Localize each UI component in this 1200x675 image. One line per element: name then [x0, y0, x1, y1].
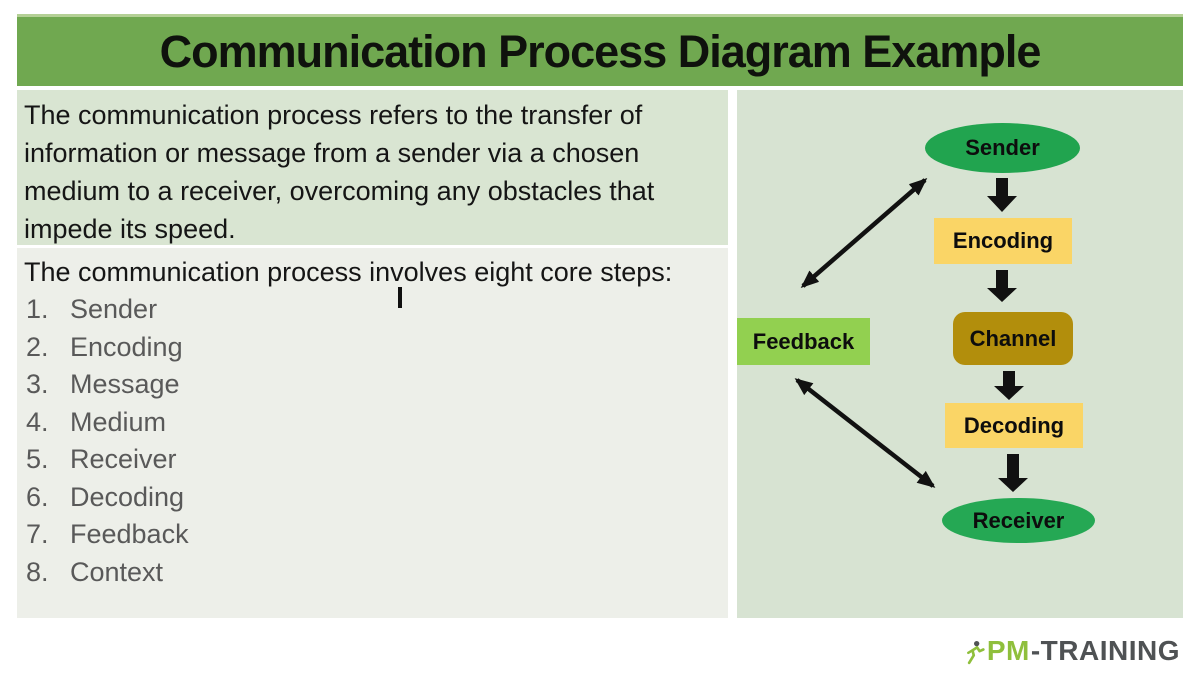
- list-item: 1. Sender: [24, 291, 716, 329]
- step-label: Medium: [70, 406, 167, 437]
- step-number: 8.: [26, 556, 49, 587]
- intro-text: The communication process refers to the …: [24, 100, 655, 244]
- list-item: 6. Decoding: [24, 479, 716, 517]
- step-label: Sender: [70, 294, 158, 324]
- node-label: Sender: [965, 135, 1040, 160]
- step-label: Decoding: [70, 481, 185, 512]
- steps-heading: The communication process involves eight…: [24, 257, 673, 287]
- diagram-node-channel[interactable]: Channel: [953, 312, 1073, 365]
- step-label: Context: [70, 556, 164, 587]
- step-label: Receiver: [70, 444, 177, 474]
- step-label: Feedback: [70, 519, 189, 549]
- flow-arrows: [794, 178, 1028, 492]
- arrow-feedback-receiver: [794, 378, 936, 488]
- step-number: 2.: [26, 331, 49, 362]
- arrow-feedback-sender: [800, 178, 928, 288]
- node-label: Encoding: [952, 228, 1054, 253]
- arrow-decoding-receiver: [998, 454, 1028, 492]
- diagram-node-decoding[interactable]: Decoding: [945, 403, 1083, 448]
- step-label: Encoding: [70, 331, 183, 362]
- step-label: Message: [70, 369, 180, 399]
- list-item: 3. Message: [24, 366, 716, 404]
- steps-panel[interactable]: The communication process involves eight…: [17, 248, 728, 618]
- step-number: 3.: [26, 369, 49, 399]
- list-item: 4. Medium: [24, 404, 716, 442]
- diagram-node-receiver[interactable]: Receiver: [942, 498, 1095, 543]
- intro-panel[interactable]: The communication process refers to the …: [17, 90, 728, 245]
- arrow-sender-encoding: [987, 178, 1017, 212]
- runner-icon: [966, 641, 985, 665]
- text-caret: [398, 287, 402, 308]
- arrow-encoding-channel: [987, 270, 1017, 302]
- node-label: Receiver: [972, 507, 1065, 533]
- diagram-node-encoding[interactable]: Encoding: [934, 218, 1072, 264]
- diagram-node-feedback[interactable]: Feedback: [737, 318, 870, 365]
- step-number: 6.: [26, 481, 49, 512]
- step-number: 4.: [26, 406, 49, 437]
- logo-text-pm: PM: [986, 635, 1030, 666]
- step-number: 1.: [26, 294, 49, 324]
- list-item: 5. Receiver: [24, 441, 716, 479]
- logo-text-training: -TRAINING: [1030, 635, 1180, 666]
- list-item: 8. Context: [24, 554, 716, 592]
- step-number: 5.: [26, 444, 49, 474]
- step-number: 7.: [26, 519, 49, 549]
- list-item: 7. Feedback: [24, 516, 716, 554]
- node-label: Channel: [969, 325, 1057, 351]
- node-label: Feedback: [752, 328, 855, 354]
- page-title: Communication Process Diagram Example: [159, 25, 1042, 77]
- arrow-channel-decoding: [994, 371, 1024, 400]
- list-item: 2. Encoding: [24, 329, 716, 367]
- header-bar[interactable]: Communication Process Diagram Example: [17, 14, 1183, 86]
- node-label: Decoding: [963, 412, 1065, 438]
- brand-logo: PM -TRAINING: [965, 635, 1180, 667]
- diagram-panel: Sender Encoding Channel Decoding Receive…: [737, 90, 1183, 618]
- diagram-node-sender[interactable]: Sender: [925, 123, 1080, 173]
